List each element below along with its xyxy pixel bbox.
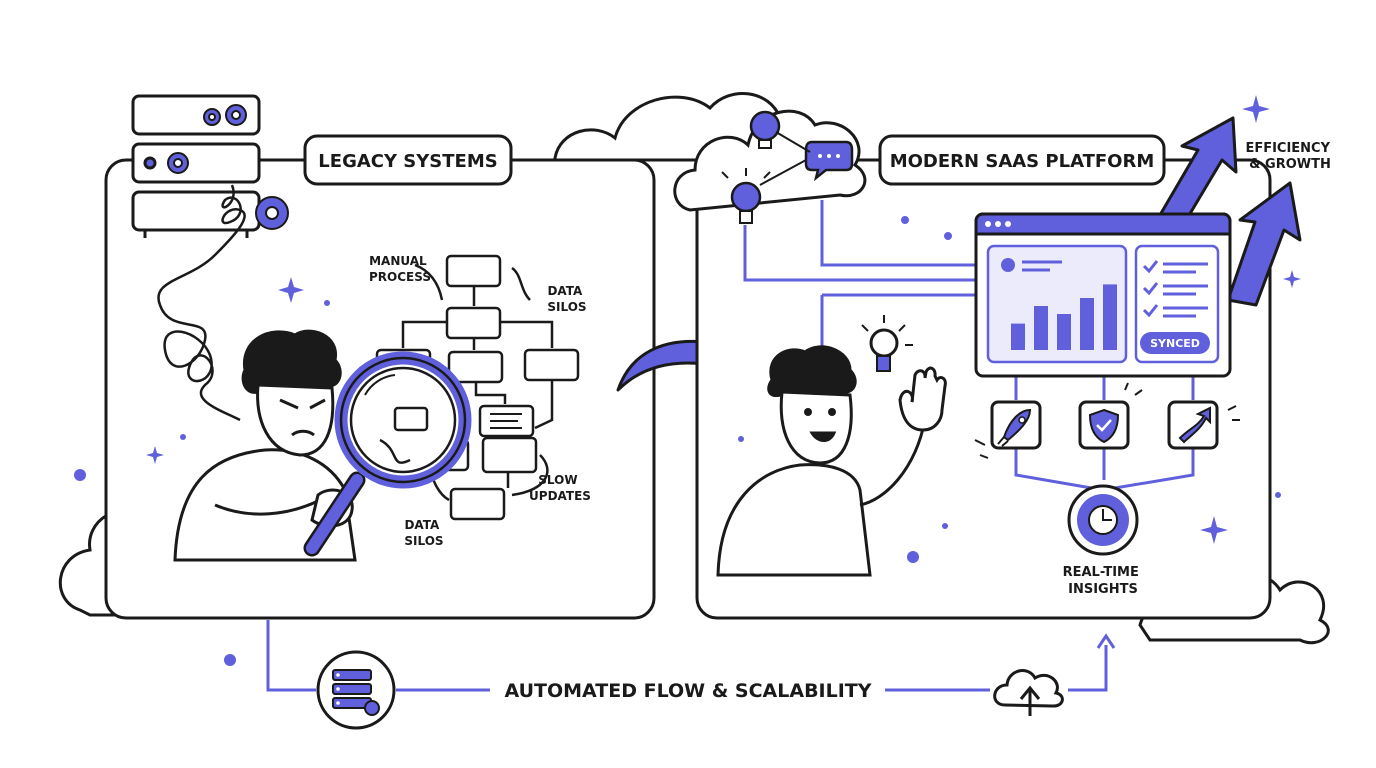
idea-cloud (673, 109, 867, 224)
happy-person (716, 315, 947, 577)
shield-check-icon (1088, 408, 1120, 444)
hair (767, 345, 857, 398)
modern-title: MODERN SAAS PLATFORM (890, 151, 1155, 172)
growth-arrows-icon (1158, 116, 1302, 307)
note-lines (490, 413, 522, 429)
checkmark-icon (1142, 260, 1208, 318)
magnifying-glass-icon (303, 351, 472, 557)
manual-process-label: MANUAL PROCESS (369, 254, 431, 284)
gear-icon (167, 104, 289, 230)
bar-chart (1011, 284, 1117, 350)
real-time-insights-label: REAL-TIME INSIGHTS (1063, 565, 1144, 597)
server-icon (316, 650, 396, 730)
flow-node (445, 306, 502, 340)
torso (173, 448, 357, 562)
efficiency-growth-label: EFFICIENCY & GROWTH (1245, 141, 1334, 172)
legacy-title: LEGACY SYSTEMS (318, 151, 497, 172)
server-stack-icon (131, 94, 261, 238)
chat-bubble-icon (804, 140, 854, 182)
modern-panel: MODERN SAAS PLATFORM (673, 95, 1334, 620)
dashboard-bar (1103, 284, 1117, 350)
dashboard-bar (1034, 306, 1048, 350)
face (256, 383, 335, 457)
automated-flow: AUTOMATED FLOW & SCALABILITY (266, 620, 1116, 730)
legacy-title-pill (303, 134, 513, 186)
flow-node (481, 436, 538, 474)
flow-node (447, 350, 504, 384)
frustrated-person (173, 329, 357, 562)
frown (291, 429, 315, 437)
data-silos-label-top: DATA SILOS (547, 284, 586, 314)
dashboard-bar (1011, 323, 1025, 350)
legacy-panel: LEGACY SYSTEMS (74, 94, 656, 666)
arm-raised (859, 419, 927, 507)
modern-title-pill (878, 134, 1166, 186)
angry-brow (279, 398, 326, 410)
torso (716, 463, 872, 577)
dashboard-bar (1057, 314, 1071, 350)
hair (241, 329, 342, 394)
clock-icon (1067, 484, 1139, 556)
flow-node (445, 254, 502, 288)
flow-node (523, 348, 580, 382)
feature-icons (974, 382, 1240, 459)
dashboard-window: SYNCED (974, 212, 1232, 378)
smile (809, 431, 837, 442)
waving-hand (898, 366, 947, 432)
synced-badge-label: SYNCED (1150, 337, 1200, 350)
connection-lines (743, 200, 1195, 492)
automated-flow-label: AUTOMATED FLOW & SCALABILITY (504, 680, 871, 702)
dashboard-bar (1080, 298, 1094, 350)
slow-updates-label: SLOW UPDATES (529, 473, 591, 503)
sparkle-icon (738, 95, 1301, 563)
rocket-icon (997, 408, 1032, 447)
flow-node (449, 487, 506, 521)
arm (214, 498, 321, 516)
trend-up-arrow-icon (1178, 406, 1211, 444)
lightbulb-icon (721, 168, 771, 224)
synced-badge (1140, 332, 1210, 354)
sparkle-icon (74, 277, 330, 666)
lightbulb-icon (861, 315, 913, 372)
lightbulb-icon (749, 110, 781, 149)
tangled-cable (157, 184, 246, 422)
data-silos-label-bottom: DATA SILOS (404, 518, 443, 548)
cloud-upload-icon (993, 669, 1064, 716)
